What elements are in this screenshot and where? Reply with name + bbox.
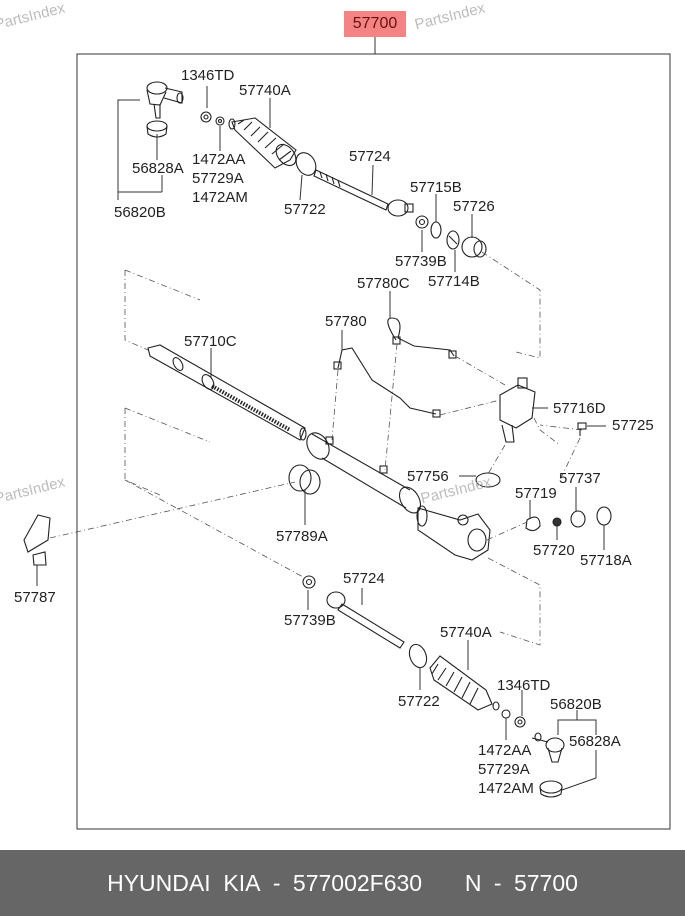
part-label-57715B[interactable]: 57715B — [410, 179, 462, 196]
inner-tie-rod-bottom — [326, 591, 405, 649]
lock-washer-bottom — [302, 575, 316, 589]
band-top — [295, 152, 317, 176]
part-label-57789A[interactable]: 57789A — [276, 528, 328, 545]
part-label-57780C[interactable]: 57780C — [357, 275, 410, 292]
tie-rod-end-top — [146, 81, 184, 119]
part-label-1346TD[interactable]: 1346TD — [181, 67, 235, 84]
part-label-57714B[interactable]: 57714B — [428, 273, 480, 290]
nut-bottom — [514, 716, 526, 728]
feed-pipe-57780 — [333, 347, 441, 418]
rack-bushing — [288, 464, 321, 495]
part-label-1472AA-lower[interactable]: 1472AA — [478, 742, 532, 759]
bolt — [577, 422, 587, 436]
part-label-57729A-lower[interactable]: 57729A — [478, 761, 530, 778]
part-label-57710C[interactable]: 57710C — [184, 333, 237, 350]
bellows-top — [228, 117, 297, 169]
part-label-1472AM-lower[interactable]: 1472AM — [478, 780, 534, 797]
part-label-57740A[interactable]: 57740A — [239, 82, 291, 99]
part-label-56828A-lower[interactable]: 56828A — [569, 733, 621, 750]
rack-bar — [147, 344, 307, 441]
part-label-57722[interactable]: 57722 — [284, 201, 326, 218]
part-label-57729A[interactable]: 57729A — [192, 170, 244, 187]
part-label-57724[interactable]: 57724 — [349, 148, 391, 165]
mounting-bracket — [23, 514, 51, 566]
o-ring-top — [430, 221, 442, 239]
part-label-57737[interactable]: 57737 — [559, 470, 601, 487]
nut-top — [200, 111, 212, 123]
footer-separator: - — [493, 870, 502, 896]
footer-brand: HYUNDAI KIA — [107, 870, 261, 896]
assembly-number-badge[interactable]: 57700 — [344, 11, 406, 37]
inner-tie-rod-top — [313, 169, 414, 217]
footer-separator: - — [272, 870, 281, 896]
leader-lines — [36, 86, 606, 791]
assembly-guides — [49, 251, 583, 646]
part-label-57718A[interactable]: 57718A — [580, 552, 632, 569]
bellows-bottom — [429, 655, 500, 711]
feed-pipe-57780C — [387, 317, 457, 359]
part-label-57716D[interactable]: 57716D — [553, 400, 606, 417]
tie-rod-end-bottom — [531, 732, 565, 763]
part-label-57722-lower[interactable]: 57722 — [398, 693, 440, 710]
part-label-57724-lower[interactable]: 57724 — [343, 570, 385, 587]
diagram-drawing — [23, 37, 671, 830]
part-label-1472AM[interactable]: 1472AM — [192, 189, 248, 206]
part-label-57740A-lower[interactable]: 57740A — [440, 624, 492, 641]
washer-bottom — [501, 709, 511, 719]
gear-housing — [416, 505, 491, 561]
band-bottom — [408, 643, 428, 669]
parts-diagram: 57700 PartsIndex PartsIndex PartsIndex P… — [0, 0, 671, 830]
part-label-1472AA[interactable]: 1472AA — [192, 151, 246, 168]
part-label-57787[interactable]: 57787 — [14, 589, 56, 606]
footer-part-number: 577002F630 — [292, 870, 423, 896]
part-label-57720[interactable]: 57720 — [533, 542, 575, 559]
part-label-56820B[interactable]: 56820B — [114, 204, 166, 221]
dust-cover-bottom — [539, 780, 563, 798]
part-label-57739B-lower[interactable]: 57739B — [284, 612, 336, 629]
part-label-56828A[interactable]: 56828A — [132, 160, 184, 177]
diagram-frame — [76, 53, 671, 830]
rack-stopper — [446, 230, 460, 250]
valve-body — [499, 377, 536, 443]
part-label-57756[interactable]: 57756 — [407, 468, 449, 485]
gasket — [475, 472, 501, 488]
part-label-57739B[interactable]: 57739B — [395, 253, 447, 270]
part-info-footer: HYUNDAI KIA - 577002F630 N - 57700 — [0, 850, 685, 916]
footer-n-value: 57700 — [513, 870, 578, 896]
footer-n-label: N — [464, 870, 482, 896]
part-label-56820B-lower[interactable]: 56820B — [550, 696, 602, 713]
lock-washer-top — [415, 215, 429, 229]
yoke-plug-parts — [525, 506, 612, 532]
bushing-top — [461, 236, 487, 258]
part-label-1346TD-lower[interactable]: 1346TD — [497, 677, 551, 694]
washer-top — [215, 116, 225, 126]
part-label-57780[interactable]: 57780 — [325, 313, 367, 330]
part-label-57725[interactable]: 57725 — [612, 417, 654, 434]
part-label-57726[interactable]: 57726 — [453, 198, 495, 215]
part-label-57719[interactable]: 57719 — [515, 485, 557, 502]
